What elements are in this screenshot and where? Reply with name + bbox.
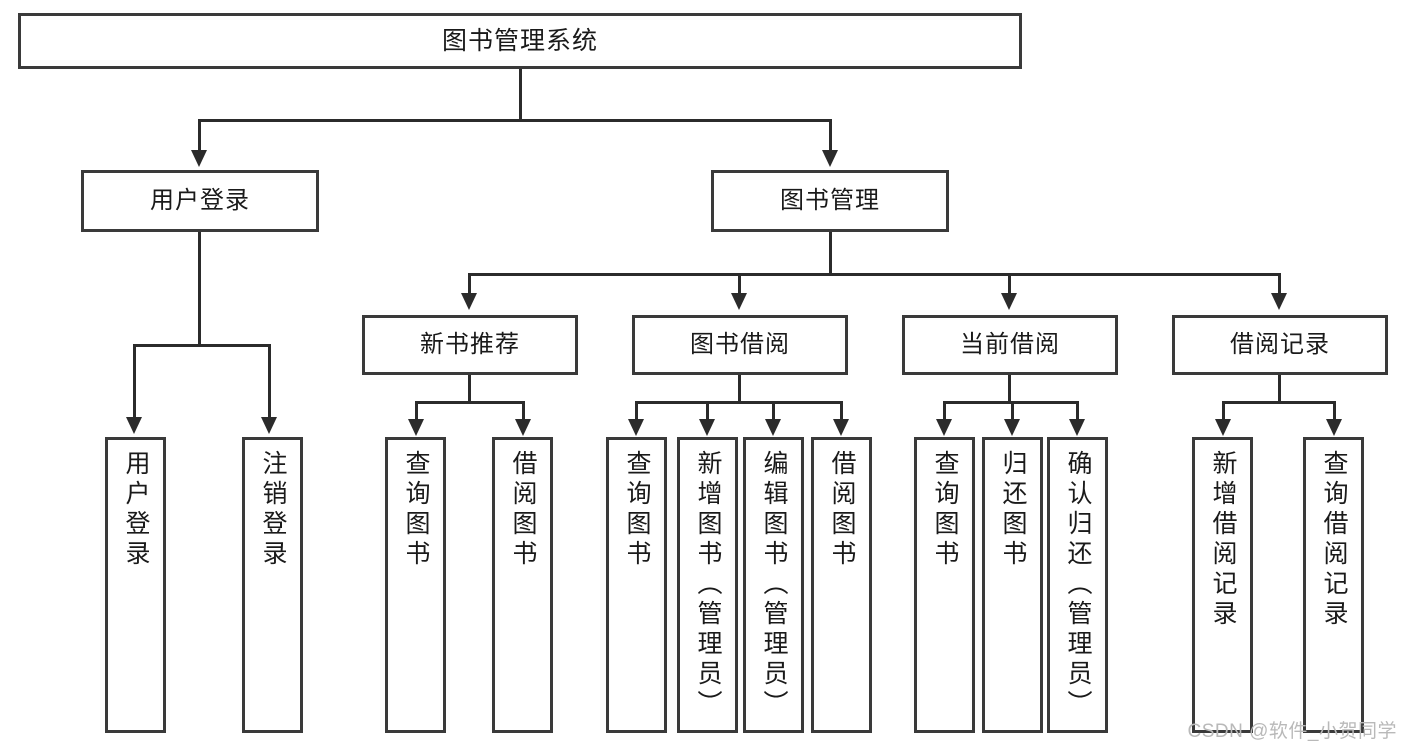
connector-user-login-bus xyxy=(133,344,271,347)
connector-borrowrecords-to-leaf1 xyxy=(1222,401,1225,420)
connector-bookborrow-to-leaf4 xyxy=(840,401,843,420)
arrowhead-book-borrow xyxy=(731,293,747,310)
node-label: 当前借阅 xyxy=(960,330,1060,358)
leaf-query-books-borrow[interactable]: 查询图书 xyxy=(606,437,667,733)
node-label: 确认归还（管理员） xyxy=(1064,450,1092,720)
leaf-query-books-newbook[interactable]: 查询图书 xyxy=(385,437,446,733)
connector-bookborrow-to-leaf3 xyxy=(772,401,775,420)
node-borrow-records[interactable]: 借阅记录 xyxy=(1172,315,1388,375)
leaf-confirm-return-admin[interactable]: 确认归还（管理员） xyxy=(1047,437,1108,733)
node-label: 注销登录 xyxy=(259,450,287,570)
node-label: 借阅记录 xyxy=(1230,330,1330,358)
connector-book-mgmt-to-borrow xyxy=(738,273,741,294)
node-label: 归还图书 xyxy=(999,450,1027,570)
node-book-management[interactable]: 图书管理 xyxy=(711,170,949,232)
connector-root-to-user-login xyxy=(198,119,201,151)
node-label: 用户登录 xyxy=(122,450,150,570)
node-user-login[interactable]: 用户登录 xyxy=(81,170,319,232)
connector-currentborrow-to-leaf1 xyxy=(943,401,946,420)
connector-book-mgmt-stem xyxy=(829,232,832,273)
csdn-watermark: CSDN @软件_小贺同学 xyxy=(1187,721,1397,742)
connector-bookborrow-bus xyxy=(635,401,841,404)
connector-root-stem xyxy=(519,69,522,119)
connector-user-login-to-leaf1 xyxy=(133,344,136,418)
node-label: 借阅图书 xyxy=(828,450,856,570)
node-root-system[interactable]: 图书管理系统 xyxy=(18,13,1022,69)
arrowhead-newbook-leaf1 xyxy=(408,419,424,436)
arrowhead-borrowrecords-leaf1 xyxy=(1215,419,1231,436)
leaf-add-borrow-record[interactable]: 新增借阅记录 xyxy=(1192,437,1253,733)
node-label: 借阅图书 xyxy=(509,450,537,570)
connector-bookborrow-stem xyxy=(738,375,741,401)
connector-user-login-to-leaf2 xyxy=(268,344,271,418)
arrowhead-leaf-user-login xyxy=(126,417,142,434)
connector-book-mgmt-to-records xyxy=(1278,273,1281,294)
leaf-logout[interactable]: 注销登录 xyxy=(242,437,303,733)
connector-book-mgmt-to-newbook xyxy=(468,273,471,294)
arrowhead-borrowrecords-leaf2 xyxy=(1326,419,1342,436)
node-label: 查询借阅记录 xyxy=(1320,450,1348,630)
node-label: 查询图书 xyxy=(623,450,651,570)
leaf-query-books-current[interactable]: 查询图书 xyxy=(914,437,975,733)
leaf-return-books[interactable]: 归还图书 xyxy=(982,437,1043,733)
arrowhead-currentborrow-leaf2 xyxy=(1004,419,1020,436)
node-label: 编辑图书（管理员） xyxy=(760,450,788,720)
connector-bookborrow-to-leaf2 xyxy=(706,401,709,420)
arrowhead-book-mgmt xyxy=(822,150,838,167)
arrowhead-bookborrow-leaf3 xyxy=(765,419,781,436)
arrowhead-user-login xyxy=(191,150,207,167)
node-label: 图书借阅 xyxy=(690,330,790,358)
arrowhead-bookborrow-leaf1 xyxy=(628,419,644,436)
node-new-book-recommend[interactable]: 新书推荐 xyxy=(362,315,578,375)
connector-root-to-book-mgmt xyxy=(829,119,832,151)
leaf-edit-book-admin[interactable]: 编辑图书（管理员） xyxy=(743,437,804,733)
leaf-query-borrow-record[interactable]: 查询借阅记录 xyxy=(1303,437,1364,733)
node-label: 图书管理系统 xyxy=(441,27,598,55)
node-label: 查询图书 xyxy=(931,450,959,570)
leaf-borrow-books-borrow[interactable]: 借阅图书 xyxy=(811,437,872,733)
connector-newbook-to-leaf1 xyxy=(415,401,418,420)
node-label: 新增借阅记录 xyxy=(1209,450,1237,630)
node-label: 新书推荐 xyxy=(420,330,520,358)
connector-borrowrecords-stem xyxy=(1278,375,1281,401)
arrowhead-borrow-records xyxy=(1271,293,1287,310)
arrowhead-bookborrow-leaf2 xyxy=(699,419,715,436)
arrowhead-currentborrow-leaf3 xyxy=(1069,419,1085,436)
leaf-add-book-admin[interactable]: 新增图书（管理员） xyxy=(677,437,738,733)
arrowhead-leaf-logout xyxy=(261,417,277,434)
connector-root-bus xyxy=(198,119,832,122)
arrowhead-currentborrow-leaf1 xyxy=(936,419,952,436)
node-label: 图书管理 xyxy=(780,186,880,214)
connector-bookborrow-to-leaf1 xyxy=(635,401,638,420)
node-label: 用户登录 xyxy=(150,186,250,214)
connector-currentborrow-to-leaf3 xyxy=(1076,401,1079,420)
connector-book-mgmt-to-current xyxy=(1008,273,1011,294)
connector-borrowrecords-to-leaf2 xyxy=(1333,401,1336,420)
node-book-borrow[interactable]: 图书借阅 xyxy=(632,315,848,375)
connector-book-mgmt-bus xyxy=(468,273,1280,276)
connector-user-login-stem xyxy=(198,232,201,344)
node-current-borrow[interactable]: 当前借阅 xyxy=(902,315,1118,375)
arrowhead-newbook-leaf2 xyxy=(515,419,531,436)
connector-newbook-stem xyxy=(468,375,471,401)
connector-borrowrecords-bus xyxy=(1222,401,1336,404)
leaf-borrow-books-newbook[interactable]: 借阅图书 xyxy=(492,437,553,733)
arrowhead-current-borrow xyxy=(1001,293,1017,310)
leaf-user-login[interactable]: 用户登录 xyxy=(105,437,166,733)
connector-currentborrow-stem xyxy=(1008,375,1011,401)
node-label: 查询图书 xyxy=(402,450,430,570)
arrowhead-bookborrow-leaf4 xyxy=(833,419,849,436)
connector-newbook-bus xyxy=(415,401,525,404)
connector-currentborrow-to-leaf2 xyxy=(1011,401,1014,420)
arrowhead-newbook-rec xyxy=(461,293,477,310)
connector-newbook-to-leaf2 xyxy=(522,401,525,420)
node-label: 新增图书（管理员） xyxy=(694,450,722,720)
